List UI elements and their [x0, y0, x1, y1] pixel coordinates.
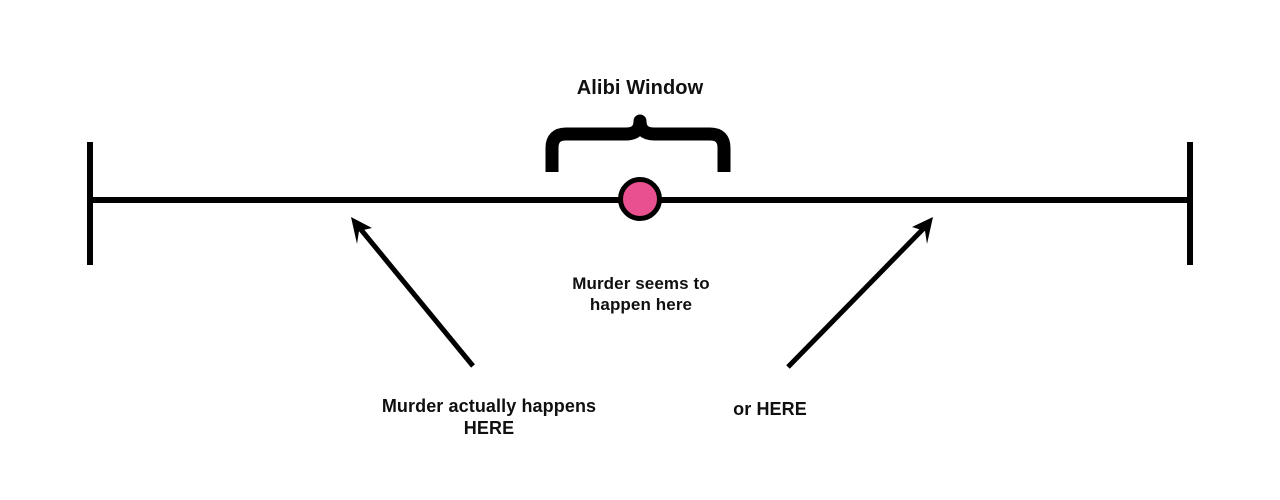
- right-arrow-head: [912, 217, 933, 244]
- or-here-label: or HERE: [733, 399, 807, 419]
- alibi-window-brace: [545, 114, 731, 172]
- murder-actually-happens-label: Murder actually happens HERE: [381, 396, 597, 438]
- right-arrow: [786, 217, 933, 369]
- murder-seems-here-label: Murder seems to happen here: [572, 274, 710, 314]
- alibi-window-title: Alibi Window: [576, 77, 704, 99]
- left-arrow: [351, 217, 475, 368]
- right-arrow-shaft: [786, 224, 928, 369]
- murder-marker-dot: [618, 177, 662, 221]
- left-arrow-head: [351, 217, 372, 244]
- left-arrow-shaft: [356, 224, 475, 368]
